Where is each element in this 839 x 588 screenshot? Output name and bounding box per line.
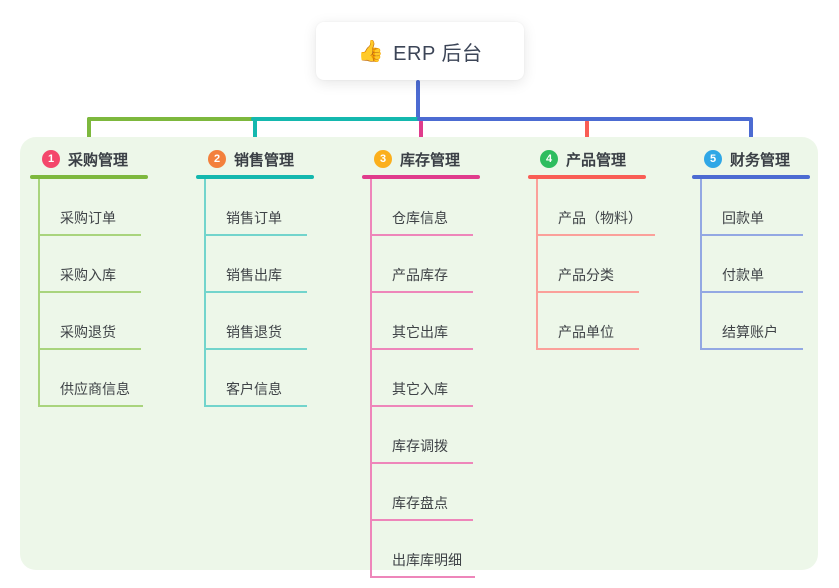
connector-bus-sales (251, 117, 421, 121)
child-node[interactable]: 回款单 (700, 179, 803, 236)
branch-title: 财务管理 (730, 151, 791, 169)
child-label: 采购订单 (60, 210, 116, 226)
connector-vertical-line (38, 179, 40, 407)
branch-children: 销售订单销售出库销售退货客户信息 (204, 179, 316, 407)
child-label: 供应商信息 (60, 381, 130, 397)
connector-vertical-line (370, 179, 372, 578)
connector-drop-finance (749, 117, 753, 148)
child-label: 采购退货 (60, 324, 116, 340)
child-node[interactable]: 库存调拨 (370, 407, 473, 464)
root-node[interactable]: 👍 ERP 后台 (316, 22, 524, 80)
connector-bus-root (417, 117, 751, 121)
connector-vertical-line (204, 179, 206, 407)
child-node[interactable]: 付款单 (700, 236, 803, 293)
branch-number-badge: 3 (374, 150, 392, 168)
child-label: 产品单位 (558, 324, 614, 340)
branch-3: 3 库存管理 仓库信息产品库存其它出库其它入库库存调拨库存盘点出库库明细 (362, 148, 482, 578)
child-node[interactable]: 其它出库 (370, 293, 473, 350)
child-node[interactable]: 供应商信息 (38, 350, 143, 407)
child-label: 产品库存 (392, 267, 448, 283)
branch-children: 产品（物料） 产品分类产品单位 (536, 179, 655, 350)
child-label: 产品（物料） (558, 210, 642, 226)
child-label: 销售订单 (226, 210, 282, 226)
branch-node[interactable]: 1 采购管理 (30, 148, 150, 170)
branch-title: 产品管理 (566, 151, 627, 169)
branch-children: 回款单付款单结算账户 (700, 179, 812, 350)
child-label: 库存调拨 (392, 438, 448, 454)
board-background (20, 137, 818, 570)
child-label: 销售出库 (226, 267, 282, 283)
branch-2: 2 销售管理 销售订单销售出库销售退货客户信息 (196, 148, 316, 407)
child-label: 其它入库 (392, 381, 448, 397)
branch-4: 4 产品管理 产品（物料） 产品分类产品单位 (528, 148, 655, 350)
branch-node[interactable]: 5 财务管理 (692, 148, 812, 170)
connector-root-drop (416, 80, 420, 119)
branch-title: 采购管理 (68, 151, 129, 169)
child-node[interactable]: 客户信息 (204, 350, 307, 407)
branch-number-badge: 4 (540, 150, 558, 168)
child-node[interactable]: 产品（物料） (536, 179, 655, 236)
child-label: 回款单 (722, 210, 764, 226)
child-node[interactable]: 采购订单 (38, 179, 141, 236)
child-node[interactable]: 采购退货 (38, 293, 141, 350)
branch-number-badge: 2 (208, 150, 226, 168)
branch-number-badge: 1 (42, 150, 60, 168)
branch-1: 1 采购管理 采购订单采购入库采购退货供应商信息 (30, 148, 150, 407)
branch-children: 仓库信息产品库存其它出库其它入库库存调拨库存盘点出库库明细 (370, 179, 482, 578)
branch-underline (30, 175, 148, 179)
child-node[interactable]: 产品单位 (536, 293, 639, 350)
connector-vertical-line (700, 179, 702, 350)
child-node[interactable]: 销售出库 (204, 236, 307, 293)
child-node[interactable]: 仓库信息 (370, 179, 473, 236)
child-node[interactable]: 产品分类 (536, 236, 639, 293)
branch-title: 库存管理 (400, 151, 461, 169)
branch-title: 销售管理 (234, 151, 295, 169)
child-label: 出库库明细 (392, 552, 462, 568)
connector-drop-purchase (87, 117, 91, 148)
connector-bus-purchase (87, 117, 255, 121)
child-label: 结算账户 (722, 324, 778, 340)
child-label: 付款单 (722, 267, 764, 283)
child-node[interactable]: 结算账户 (700, 293, 803, 350)
child-node[interactable]: 产品库存 (370, 236, 473, 293)
connector-drop-inventory (419, 120, 423, 148)
branch-underline (692, 175, 810, 179)
child-label: 销售退货 (226, 324, 282, 340)
child-node[interactable]: 其它入库 (370, 350, 473, 407)
thumbs-up-icon: 👍 (357, 39, 385, 63)
child-node[interactable]: 销售订单 (204, 179, 307, 236)
branch-5: 5 财务管理 回款单付款单结算账户 (692, 148, 812, 350)
branch-number-badge: 5 (704, 150, 722, 168)
child-label: 仓库信息 (392, 210, 448, 226)
branch-node[interactable]: 4 产品管理 (528, 148, 648, 170)
branch-node[interactable]: 3 库存管理 (362, 148, 482, 170)
child-node[interactable]: 出库库明细 (370, 521, 475, 578)
child-label: 采购入库 (60, 267, 116, 283)
child-node[interactable]: 采购入库 (38, 236, 141, 293)
child-label: 其它出库 (392, 324, 448, 340)
connector-drop-product (585, 120, 589, 148)
branch-underline (528, 175, 646, 179)
branch-underline (362, 175, 480, 179)
branch-children: 采购订单采购入库采购退货供应商信息 (38, 179, 150, 407)
child-node[interactable]: 销售退货 (204, 293, 307, 350)
child-node[interactable]: 库存盘点 (370, 464, 473, 521)
connector-vertical-line (536, 179, 538, 350)
child-label: 客户信息 (226, 381, 282, 397)
branch-node[interactable]: 2 销售管理 (196, 148, 316, 170)
connector-drop-sales (253, 117, 257, 148)
root-node-label: ERP 后台 (393, 42, 483, 65)
child-label: 库存盘点 (392, 495, 448, 511)
child-label: 产品分类 (558, 267, 614, 283)
branch-underline (196, 175, 314, 179)
